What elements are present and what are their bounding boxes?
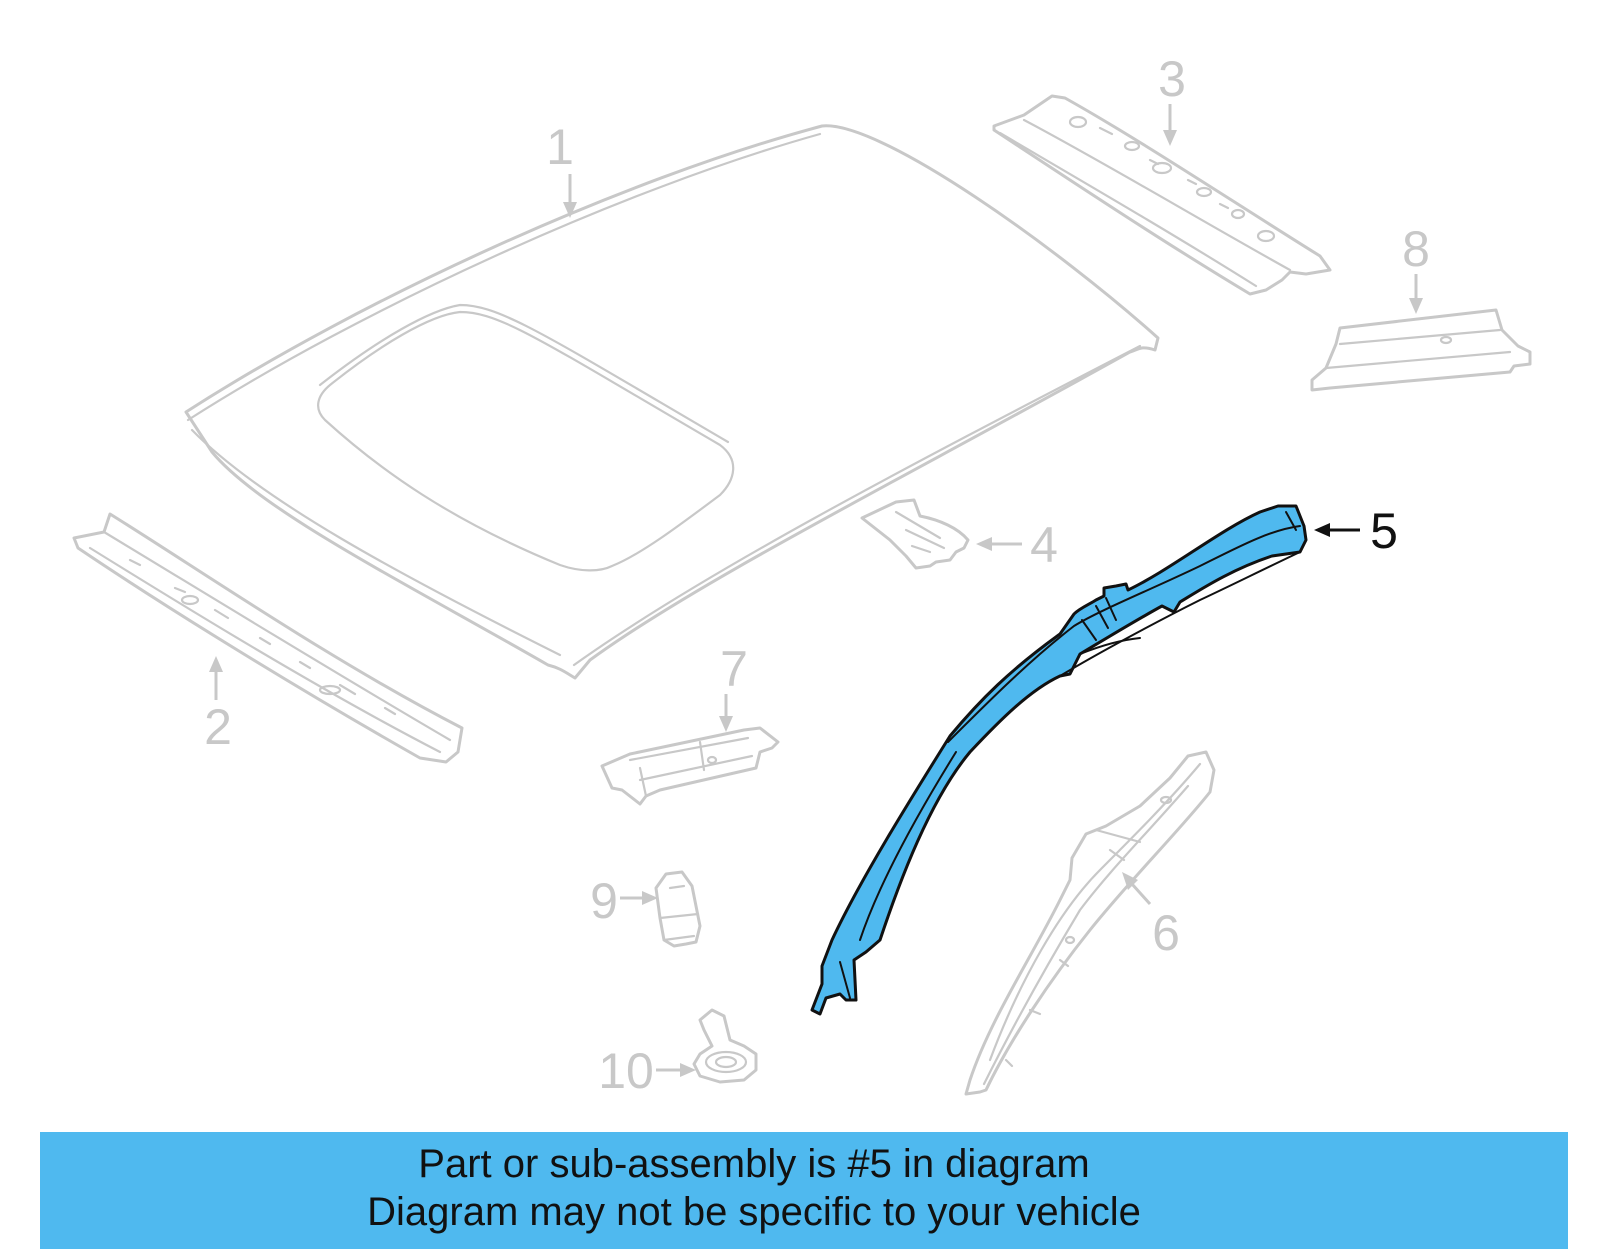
- roof-side-rail-part: [810, 504, 1308, 1016]
- banner-line-2: Diagram may not be specific to your vehi…: [367, 1190, 1141, 1234]
- callout-6-label: 6: [1152, 905, 1180, 961]
- banner-line-1: Part or sub-assembly is #5 in diagram: [418, 1142, 1090, 1186]
- front-header-rail-part: [72, 512, 464, 764]
- roof-panel-part: [184, 124, 1160, 680]
- callout-5-label: 5: [1370, 503, 1398, 559]
- clip-part: [654, 870, 702, 948]
- small-bracket-part: [860, 498, 970, 570]
- callout-7-label: 7: [720, 641, 748, 697]
- callout-3-label: 3: [1158, 51, 1186, 107]
- pillar-reinforcement-part: [964, 750, 1216, 1096]
- callout-10-label: 10: [598, 1043, 654, 1099]
- front-bracket-part: [600, 726, 780, 806]
- grommet-part: [692, 1008, 758, 1084]
- info-banner: Part or sub-assembly is #5 in diagram Di…: [40, 1132, 1568, 1249]
- callout-8-label: 8: [1402, 221, 1430, 277]
- callout-9-label: 9: [590, 873, 618, 929]
- callout-2-label: 2: [204, 699, 232, 755]
- rear-header-rail-part: [992, 94, 1332, 296]
- callout-1-label: 1: [546, 119, 574, 175]
- rear-bracket-part: [1310, 308, 1532, 392]
- callout-4-label: 4: [1030, 517, 1058, 573]
